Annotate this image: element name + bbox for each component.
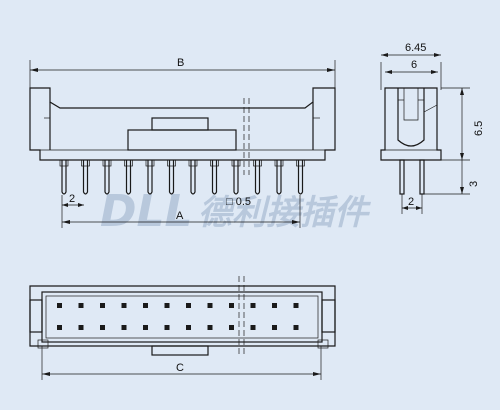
bottom-pin	[250, 303, 256, 308]
watermark: DLL 德利接插件	[100, 186, 372, 237]
bottom-pins	[57, 303, 299, 330]
side-pin-length-label: 3	[468, 181, 480, 187]
dimension-label-c: C	[176, 362, 184, 374]
front-pin	[82, 160, 89, 195]
bottom-pin	[143, 325, 148, 330]
front-pin	[297, 160, 304, 195]
side-pin-right	[419, 159, 425, 195]
bottom-pin	[272, 325, 277, 330]
bottom-pin	[78, 325, 84, 330]
front-pin-shoulder	[124, 159, 133, 167]
bottom-key-tab	[151, 345, 209, 356]
front-pin-shoulder	[274, 159, 284, 167]
dimension-label-b: B	[177, 57, 184, 69]
pitch-label-front: 2	[69, 193, 75, 205]
front-pin	[211, 160, 218, 195]
front-pin	[104, 160, 110, 195]
bottom-pin	[229, 325, 234, 330]
housing-outline	[29, 87, 336, 161]
front-pin	[125, 160, 132, 195]
bottom-pin	[164, 325, 170, 330]
break-line-front	[243, 98, 250, 175]
side-view: 6.45 6 6.5 3 2	[380, 42, 485, 214]
front-pin	[276, 160, 282, 195]
front-pin	[233, 160, 239, 195]
bottom-housing	[29, 285, 336, 347]
bottom-pin	[143, 303, 148, 308]
bottom-pin	[164, 303, 170, 308]
front-pin-shoulder	[59, 159, 69, 167]
watermark-cjk: 德利接插件	[198, 193, 372, 233]
front-pin-shoulder	[145, 159, 155, 167]
key-top	[151, 117, 209, 131]
side-width-outer-label: 6.45	[405, 42, 426, 54]
front-pin-shoulder	[102, 159, 112, 167]
bottom-pin	[78, 303, 84, 308]
bottom-pin	[207, 303, 213, 308]
side-pin-left	[399, 159, 405, 195]
pin-size-label: □ 0.5	[226, 196, 251, 208]
bottom-pin	[57, 325, 62, 330]
bottom-pin	[207, 325, 213, 330]
front-view: B 2 □ 0.5 A	[29, 57, 336, 228]
front-pin	[190, 160, 196, 195]
front-pin-shoulder	[167, 159, 176, 167]
side-pitch-label: 2	[408, 196, 414, 208]
bottom-pin	[186, 303, 191, 308]
dimension-label-a: A	[176, 210, 184, 222]
watermark-latin: DLL	[100, 186, 193, 237]
bottom-pin	[100, 325, 105, 330]
side-width-inner-label: 6	[411, 59, 417, 71]
front-pin-shoulder	[81, 159, 90, 167]
bottom-view: C	[29, 276, 336, 380]
front-pin	[254, 160, 261, 195]
bottom-pin	[229, 303, 234, 308]
front-pin	[147, 160, 153, 195]
front-pin-shoulder	[210, 159, 219, 167]
bottom-pin	[272, 303, 277, 308]
bottom-pin	[57, 303, 62, 308]
front-pin	[61, 160, 67, 195]
bottom-pin	[293, 303, 299, 308]
bottom-pin	[250, 325, 256, 330]
break-line-bottom	[238, 276, 245, 356]
bottom-pin	[121, 325, 127, 330]
bottom-pin	[100, 303, 105, 308]
front-pin-shoulder	[296, 159, 305, 167]
front-pins	[59, 159, 305, 195]
polarizing-key	[127, 129, 237, 151]
side-housing	[380, 87, 442, 161]
front-pin	[168, 160, 175, 195]
front-pin-shoulder	[253, 159, 262, 167]
front-pin-shoulder	[231, 159, 241, 167]
front-pin-shoulder	[188, 159, 198, 167]
bottom-pin	[293, 325, 299, 330]
side-height-label: 6.5	[473, 121, 485, 136]
bottom-pin	[186, 325, 191, 330]
bottom-pin	[121, 303, 127, 308]
